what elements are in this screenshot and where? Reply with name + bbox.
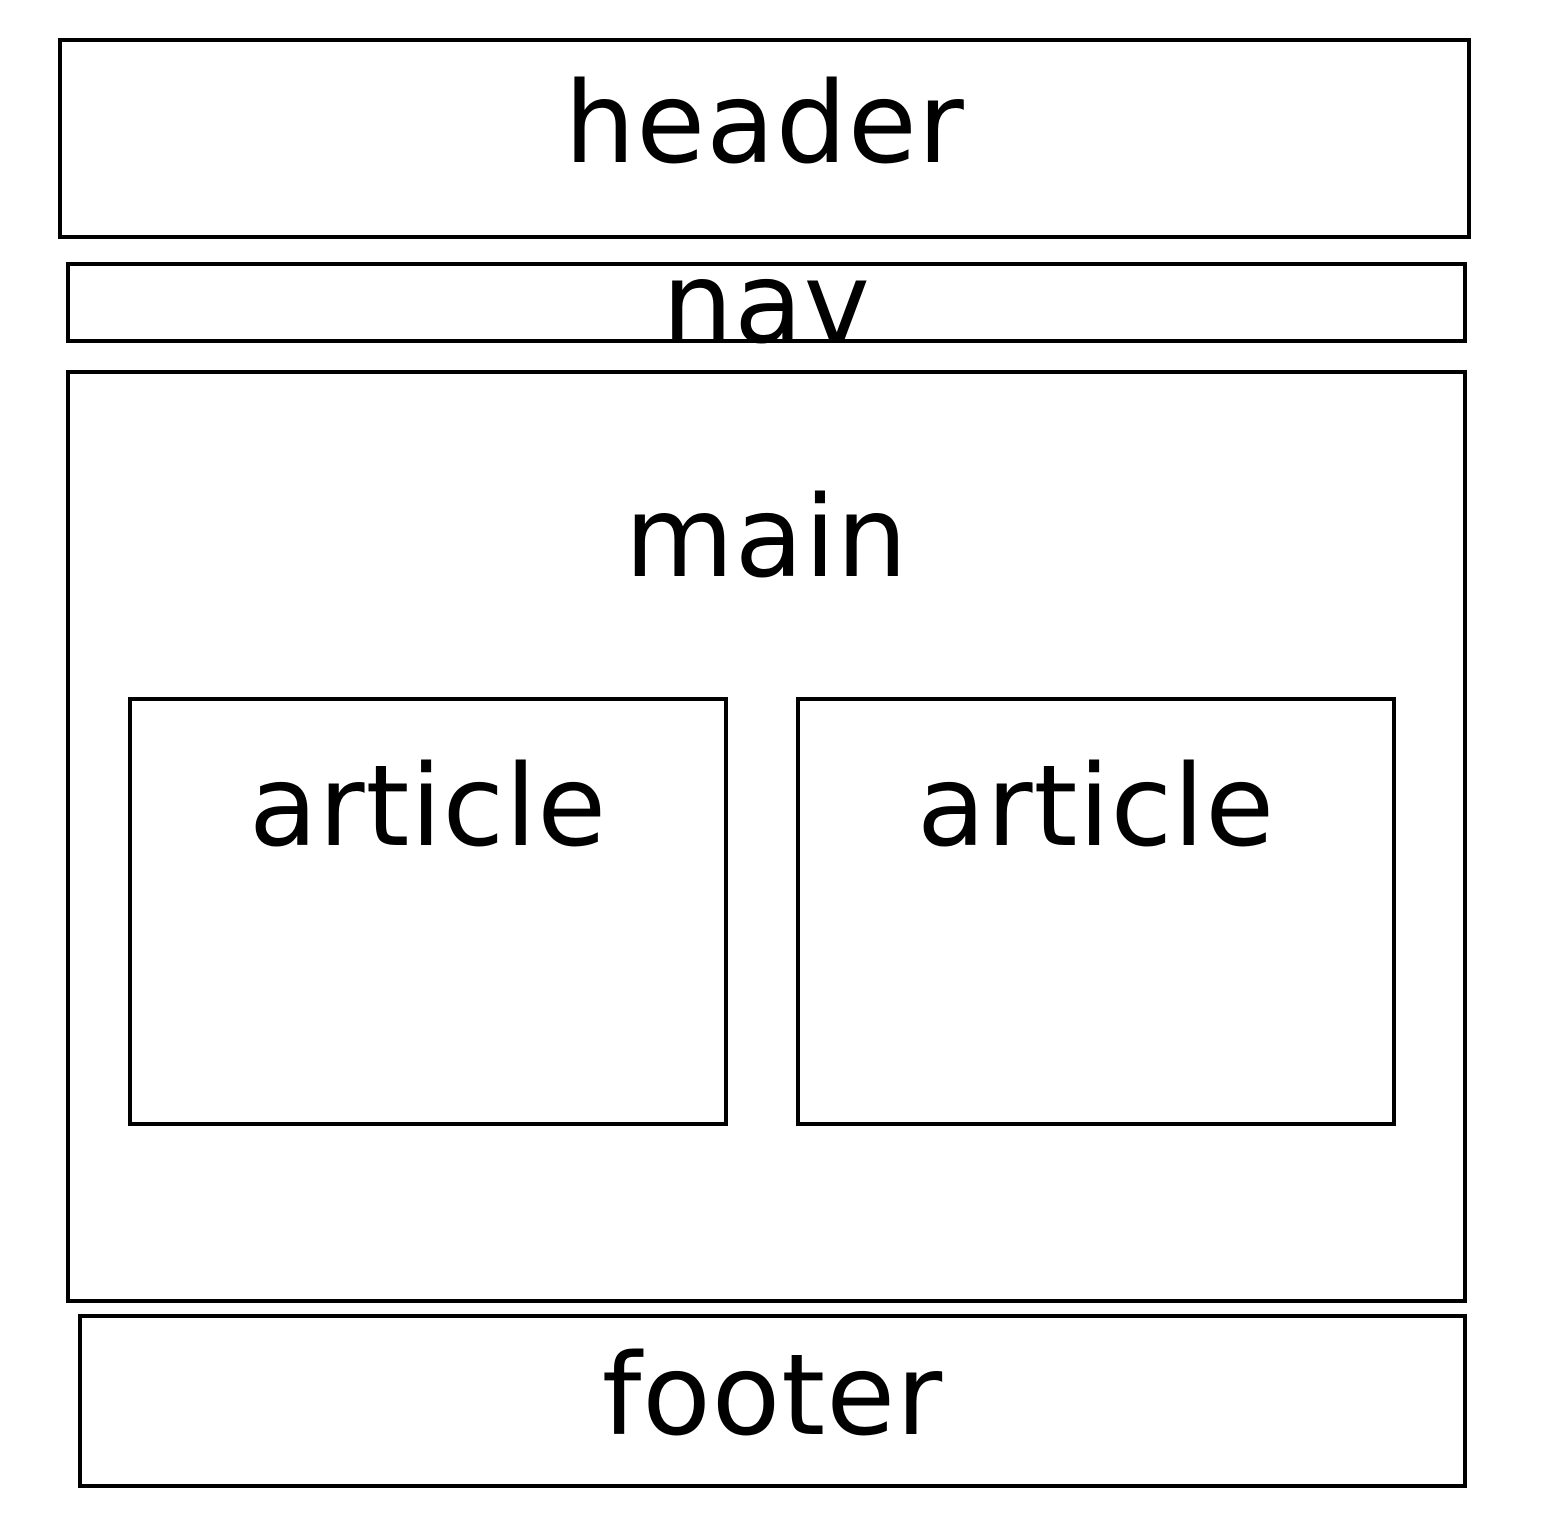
footer-label: footer bbox=[601, 1331, 944, 1461]
main-label: main bbox=[624, 473, 909, 603]
main-box: main article article bbox=[66, 370, 1467, 1303]
article-label: article bbox=[916, 742, 1276, 872]
article-box: article bbox=[796, 697, 1396, 1126]
header-label: header bbox=[564, 59, 965, 189]
nav-box: nav bbox=[66, 248, 1467, 360]
article-label: article bbox=[248, 742, 608, 872]
article-box: article bbox=[128, 697, 728, 1126]
header-box: header bbox=[58, 38, 1471, 239]
footer-box: footer bbox=[78, 1314, 1467, 1488]
nav-label: nav bbox=[662, 239, 871, 369]
